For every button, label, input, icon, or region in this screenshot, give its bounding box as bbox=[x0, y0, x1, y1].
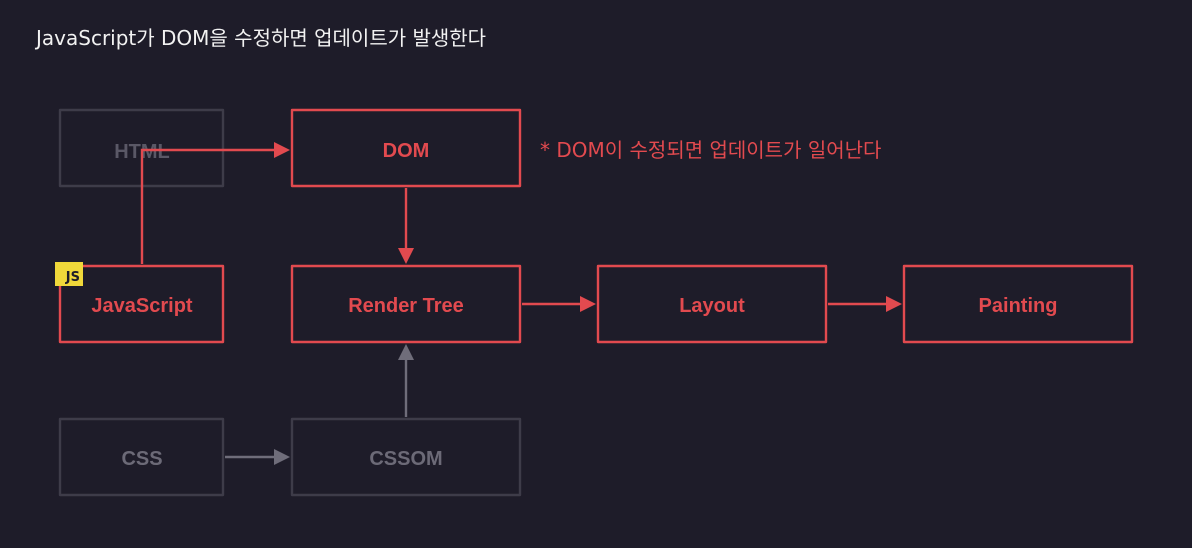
dom-node-box bbox=[290, 108, 522, 188]
layout-node-box bbox=[596, 264, 828, 344]
javascript-to-dom-arrowhead bbox=[274, 142, 290, 158]
css-to-cssom-arrowhead bbox=[274, 449, 290, 465]
javascript-node-box bbox=[58, 264, 225, 344]
dom-to-render-tree-arrowhead bbox=[398, 248, 414, 264]
layout-to-painting-arrowhead bbox=[886, 296, 902, 312]
dom-node-label: DOM bbox=[383, 140, 430, 162]
painting-node-box bbox=[902, 264, 1134, 344]
css-node-label: CSS bbox=[121, 448, 162, 470]
cssom-node-label: CSSOM bbox=[369, 448, 442, 470]
cssom-node-box bbox=[290, 417, 522, 497]
layout-node-label: Layout bbox=[679, 295, 745, 317]
css-node-box bbox=[58, 417, 225, 497]
page-title: JavaScript가 DOM을 수정하면 업데이트가 발생한다 bbox=[36, 26, 487, 50]
javascript-logo-icon: JS bbox=[55, 262, 83, 286]
render-tree-node-label: Render Tree bbox=[348, 295, 464, 317]
dom-update-note: * DOM이 수정되면 업데이트가 일어난다 bbox=[540, 138, 882, 162]
render-tree-to-layout-arrowhead bbox=[580, 296, 596, 312]
javascript-to-dom-arrow bbox=[140, 148, 276, 264]
cssom-to-render-tree-arrowhead bbox=[398, 344, 414, 360]
render-tree-node-box bbox=[290, 264, 522, 344]
javascript-node-label: JavaScript bbox=[91, 295, 193, 317]
painting-node-label: Painting bbox=[979, 295, 1058, 317]
